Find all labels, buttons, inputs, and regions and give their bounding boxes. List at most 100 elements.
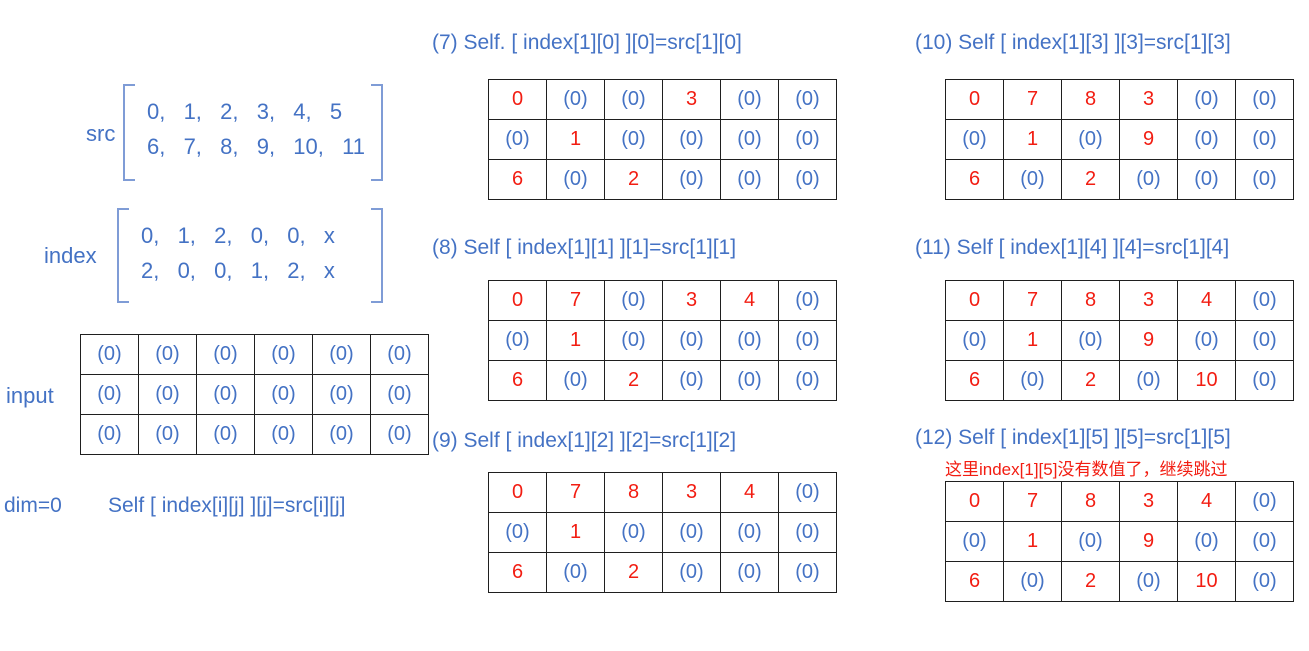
step-8-title: (8) Self [ index[1][1] ][1]=src[1][1] <box>432 236 737 259</box>
right-bracket <box>371 84 383 181</box>
table-cell: (0) <box>720 512 779 553</box>
table-cell: 4 <box>1177 481 1236 522</box>
table-cell: (0) <box>138 334 197 375</box>
table-cell: (0) <box>1235 481 1294 522</box>
table-cell: 9 <box>1119 119 1178 160</box>
table-cell: (0) <box>945 521 1004 562</box>
table-cell: 3 <box>662 280 721 321</box>
table-cell: (0) <box>546 79 605 120</box>
table-cell: (0) <box>778 79 837 120</box>
table-cell: (0) <box>945 320 1004 361</box>
table-row: 0(0)(0)3(0)(0) <box>488 79 837 120</box>
table-cell: 6 <box>945 561 1004 602</box>
table-cell: (0) <box>254 374 313 415</box>
table-cell: (0) <box>1003 360 1062 401</box>
table-cell: (0) <box>196 374 255 415</box>
table-cell: 3 <box>662 472 721 513</box>
table-cell: (0) <box>1235 360 1294 401</box>
table-cell: 2 <box>604 159 663 200</box>
table-cell: (0) <box>945 119 1004 160</box>
input-table: (0)(0)(0)(0)(0)(0)(0)(0)(0)(0)(0)(0)(0)(… <box>80 334 429 455</box>
step-7-table: 0(0)(0)3(0)(0)(0)1(0)(0)(0)(0)6(0)2(0)(0… <box>488 79 837 200</box>
table-row: (0)(0)(0)(0)(0)(0) <box>80 414 429 455</box>
table-cell: (0) <box>1177 79 1236 120</box>
step-7-title: (7) Self. [ index[1][0] ][0]=src[1][0] <box>432 31 742 54</box>
table-cell: 9 <box>1119 320 1178 361</box>
table-cell: (0) <box>488 512 547 553</box>
table-cell: 1 <box>1003 320 1062 361</box>
index-matrix-row: 2, 0, 0, 1, 2, x <box>141 258 335 283</box>
table-row: 6(0)2(0)(0)(0) <box>488 360 837 401</box>
table-cell: (0) <box>778 119 837 160</box>
table-cell: (0) <box>80 334 139 375</box>
table-cell: (0) <box>312 374 371 415</box>
table-cell: (0) <box>778 472 837 513</box>
src-matrix-row: 6, 7, 8, 9, 10, 11 <box>147 134 365 159</box>
left-bracket <box>123 84 135 181</box>
table-cell: 9 <box>1119 521 1178 562</box>
table-cell: 2 <box>604 360 663 401</box>
table-row: (0)1(0)9(0)(0) <box>945 320 1294 361</box>
table-cell: 3 <box>1119 481 1178 522</box>
table-cell: (0) <box>720 119 779 160</box>
table-cell: 0 <box>488 79 547 120</box>
table-cell: (0) <box>488 119 547 160</box>
table-cell: 2 <box>604 552 663 593</box>
table-cell: 2 <box>1061 159 1120 200</box>
table-cell: (0) <box>1119 561 1178 602</box>
input-label: input <box>6 383 54 408</box>
table-cell: (0) <box>312 414 371 455</box>
table-row: (0)(0)(0)(0)(0)(0) <box>80 374 429 415</box>
table-cell: (0) <box>196 414 255 455</box>
table-cell: (0) <box>720 320 779 361</box>
step-9-title: (9) Self [ index[1][2] ][2]=src[1][2] <box>432 429 737 452</box>
table-cell: 8 <box>604 472 663 513</box>
table-cell: (0) <box>604 320 663 361</box>
table-row: 6(0)2(0)(0)(0) <box>488 159 837 200</box>
table-cell: (0) <box>1177 521 1236 562</box>
table-cell: (0) <box>196 334 255 375</box>
table-cell: (0) <box>488 320 547 361</box>
index-label: index <box>44 243 97 268</box>
table-cell: 1 <box>546 119 605 160</box>
table-row: (0)(0)(0)(0)(0)(0) <box>80 334 429 375</box>
table-cell: 4 <box>720 280 779 321</box>
table-cell: 0 <box>945 280 1004 321</box>
table-row: 6(0)2(0)10(0) <box>945 561 1294 602</box>
step-11-title: (11) Self [ index[1][4] ][4]=src[1][4] <box>915 236 1230 259</box>
table-cell: (0) <box>1235 561 1294 602</box>
table-cell: (0) <box>1177 119 1236 160</box>
src-matrix-row: 0, 1, 2, 3, 4, 5 <box>147 99 343 124</box>
table-cell: (0) <box>1061 521 1120 562</box>
table-cell: (0) <box>1061 320 1120 361</box>
table-cell: (0) <box>1061 119 1120 160</box>
table-cell: (0) <box>1119 159 1178 200</box>
table-cell: 3 <box>1119 280 1178 321</box>
step-12-skip-note: 这里index[1][5]没有数值了，继续跳过 <box>945 460 1228 479</box>
table-cell: 0 <box>945 481 1004 522</box>
table-cell: 6 <box>945 360 1004 401</box>
table-cell: (0) <box>604 119 663 160</box>
table-cell: 3 <box>662 79 721 120</box>
table-cell: 10 <box>1177 360 1236 401</box>
table-cell: 10 <box>1177 561 1236 602</box>
table-cell: (0) <box>254 414 313 455</box>
table-cell: (0) <box>370 334 429 375</box>
table-cell: 3 <box>1119 79 1178 120</box>
table-cell: (0) <box>1235 280 1294 321</box>
table-cell: 0 <box>945 79 1004 120</box>
table-cell: 1 <box>1003 119 1062 160</box>
table-row: (0)1(0)9(0)(0) <box>945 521 1294 562</box>
right-bracket <box>371 208 383 303</box>
table-cell: 8 <box>1061 280 1120 321</box>
table-row: (0)1(0)(0)(0)(0) <box>488 512 837 553</box>
table-row: 6(0)2(0)10(0) <box>945 360 1294 401</box>
table-cell: 2 <box>1061 360 1120 401</box>
